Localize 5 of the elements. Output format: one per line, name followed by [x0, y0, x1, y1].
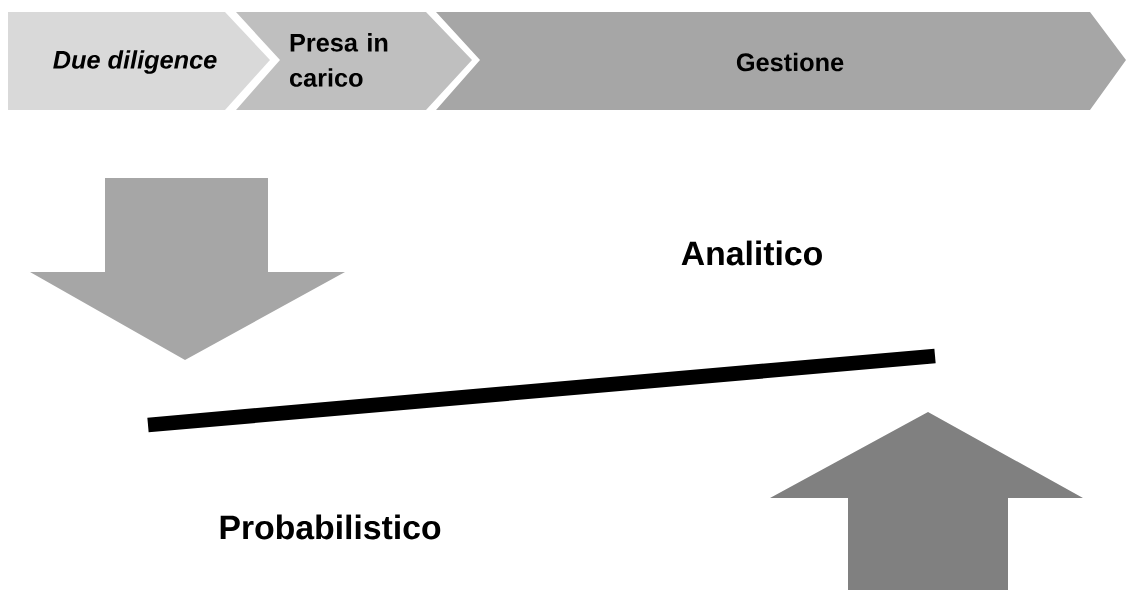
chevron-step: Due diligence: [8, 12, 270, 110]
chevron-step: Presa in carico: [236, 12, 472, 110]
chevron-step: Gestione: [436, 12, 1126, 110]
axis-label: Probabilistico: [220, 514, 441, 540]
axis-label: Analitico: [681, 240, 822, 266]
